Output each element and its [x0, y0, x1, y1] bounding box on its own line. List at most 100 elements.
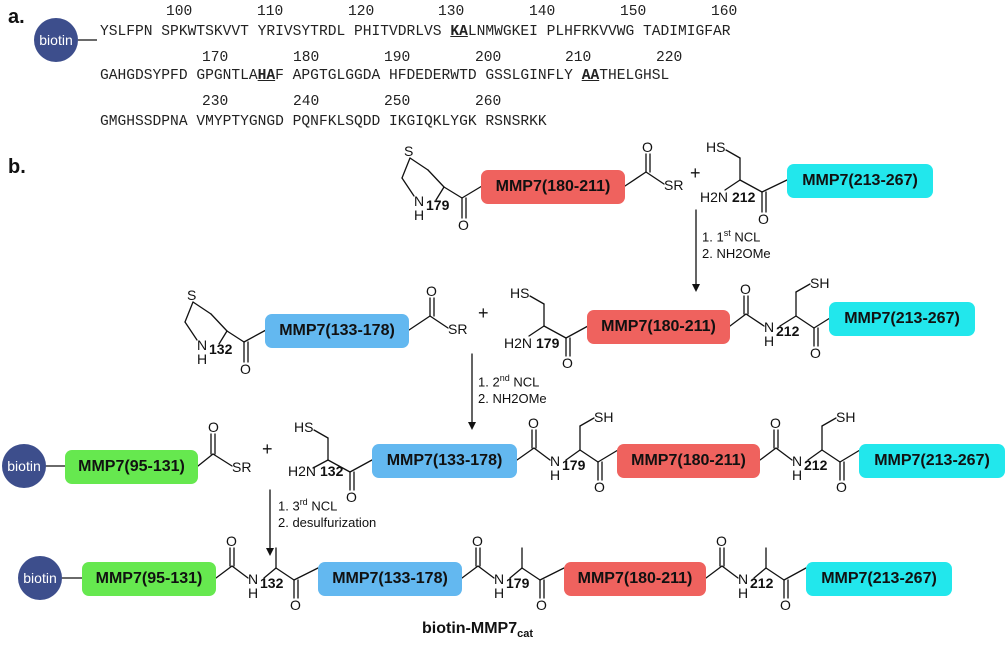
- atom-o: O: [426, 283, 437, 299]
- fragment-mmp7-213-267: MMP7(213-267): [806, 562, 952, 596]
- sequence-position-number: 150: [620, 4, 647, 20]
- sequence-segment: THELGHSL: [599, 68, 670, 84]
- residue-179-label: 179: [562, 457, 586, 473]
- sequence-segment: F APGTGLGGDA HFDEDERWTD GSSLGINFLY: [275, 68, 582, 84]
- atom-o: O: [458, 217, 469, 233]
- residue-212-label: 212: [732, 189, 756, 205]
- fragment-mmp7-180-211: MMP7(180-211): [587, 310, 730, 344]
- residue-212-label: 212: [776, 323, 800, 339]
- atom-n: N: [197, 337, 208, 353]
- thiol-sh: SH: [810, 275, 830, 291]
- atom-o: O: [740, 281, 751, 297]
- atom-h: H: [550, 467, 561, 483]
- amine-h2n: H2N: [504, 335, 533, 351]
- panel-a-label: a.: [8, 6, 25, 28]
- fragment-mmp7-133-178: MMP7(133-178): [318, 562, 462, 596]
- fragment-mmp7-95-131: MMP7(95-131): [82, 562, 216, 596]
- sequence-text: GAHGDSYPFD GPGNTLAHAF APGTGLGGDA HFDEDER…: [100, 68, 669, 84]
- atom-n: N: [764, 319, 775, 335]
- amine-h2n: H2N: [288, 463, 317, 479]
- thioester-sr: SR: [448, 321, 468, 337]
- atom-s: S: [187, 287, 197, 303]
- residue-132-label: 132: [320, 463, 344, 479]
- sequence-segment: GAHGDSYPFD GPGNTLA: [100, 68, 258, 84]
- mutation-site: HA: [257, 68, 276, 84]
- atom-n: N: [494, 571, 505, 587]
- atom-h: H: [414, 207, 425, 223]
- sequence-position-number: 120: [348, 4, 375, 20]
- atom-o: O: [240, 361, 251, 377]
- atom-h: H: [792, 467, 803, 483]
- atom-o: O: [562, 355, 573, 371]
- atom-o: O: [346, 489, 357, 505]
- atom-o: O: [536, 597, 547, 613]
- sequence-position-number: 180: [293, 50, 320, 66]
- step1-conditions: 1. 1st NCL 2. NH2OMe: [702, 228, 771, 262]
- sequence-position-number: 140: [529, 4, 556, 20]
- fragment-mmp7-180-211: MMP7(180-211): [564, 562, 706, 596]
- atom-n: N: [248, 571, 259, 587]
- biotin-tag: biotin: [2, 444, 46, 488]
- residue-212-label: 212: [804, 457, 828, 473]
- residue-179-label: 179: [426, 197, 450, 213]
- thioester-sr: SR: [664, 177, 684, 193]
- sequence-position-number: 170: [202, 50, 229, 66]
- atom-n: N: [414, 193, 425, 209]
- fragment-mmp7-95-131: MMP7(95-131): [65, 450, 198, 484]
- thiol-hs: HS: [706, 139, 726, 155]
- thiol-sh: SH: [836, 409, 856, 425]
- sequence-position-number: 110: [257, 4, 284, 20]
- fragment-mmp7-213-267: MMP7(213-267): [859, 444, 1005, 478]
- fragment-mmp7-180-211: MMP7(180-211): [481, 170, 625, 204]
- residue-212-label: 212: [750, 575, 774, 591]
- sequence-segment: GMGHSSDPNA VMYPTYGNGD PQNFKLSQDD IKGIQKL…: [100, 114, 547, 130]
- thiol-hs: HS: [510, 285, 530, 301]
- sequence-position-number: 200: [475, 50, 502, 66]
- residue-179-label: 179: [536, 335, 560, 351]
- plus-sign: +: [262, 439, 273, 459]
- atom-o: O: [226, 533, 237, 549]
- atom-o: O: [642, 139, 653, 155]
- fragment-mmp7-213-267: MMP7(213-267): [829, 302, 975, 336]
- sequence-text: GMGHSSDPNA VMYPTYGNGD PQNFKLSQDD IKGIQKL…: [100, 114, 547, 130]
- atom-n: N: [550, 453, 561, 469]
- sequence-position-number: 260: [475, 94, 502, 110]
- thioester-sr: SR: [232, 459, 252, 475]
- sequence-position-number: 240: [293, 94, 320, 110]
- thiol-hs: HS: [294, 419, 314, 435]
- residue-179-label: 179: [506, 575, 530, 591]
- atom-n: N: [792, 453, 803, 469]
- atom-o: O: [758, 211, 769, 227]
- atom-h: H: [738, 585, 749, 601]
- atom-o: O: [290, 597, 301, 613]
- amine-h2n: H2N: [700, 189, 729, 205]
- sequence-position-number: 160: [711, 4, 738, 20]
- fragment-mmp7-180-211: MMP7(180-211): [617, 444, 760, 478]
- step3-conditions: 1. 3rd NCL 2. desulfurization: [278, 497, 377, 531]
- atom-h: H: [764, 333, 775, 349]
- atom-h: H: [494, 585, 505, 601]
- atom-o: O: [780, 597, 791, 613]
- fragment-mmp7-213-267: MMP7(213-267): [787, 164, 933, 198]
- fragment-mmp7-133-178: MMP7(133-178): [265, 314, 409, 348]
- sequence-segment: LNMWGKEI PLHFRKVVWG TADIMIGFAR: [467, 24, 731, 40]
- atom-o: O: [770, 415, 781, 431]
- atom-o: O: [716, 533, 727, 549]
- thiol-sh: SH: [594, 409, 614, 425]
- atom-o: O: [472, 533, 483, 549]
- plus-sign: +: [690, 163, 701, 183]
- sequence-position-number: 230: [202, 94, 229, 110]
- sequence-position-number: 130: [438, 4, 465, 20]
- sequence-segment: YSLFPN SPKWTSKVVT YRIVSYTRDL PHITVDRLVS: [100, 24, 451, 40]
- atom-h: H: [197, 351, 208, 367]
- sequence-position-number: 250: [384, 94, 411, 110]
- mutation-site: KA: [450, 24, 468, 40]
- sequence-position-number: 210: [565, 50, 592, 66]
- sequence-text: YSLFPN SPKWTSKVVT YRIVSYTRDL PHITVDRLVS …: [100, 24, 731, 40]
- atom-o: O: [594, 479, 605, 495]
- step2-conditions: 1. 2nd NCL 2. NH2OMe: [478, 373, 547, 407]
- biotin-tag: biotin: [18, 556, 62, 600]
- plus-sign: +: [478, 303, 489, 323]
